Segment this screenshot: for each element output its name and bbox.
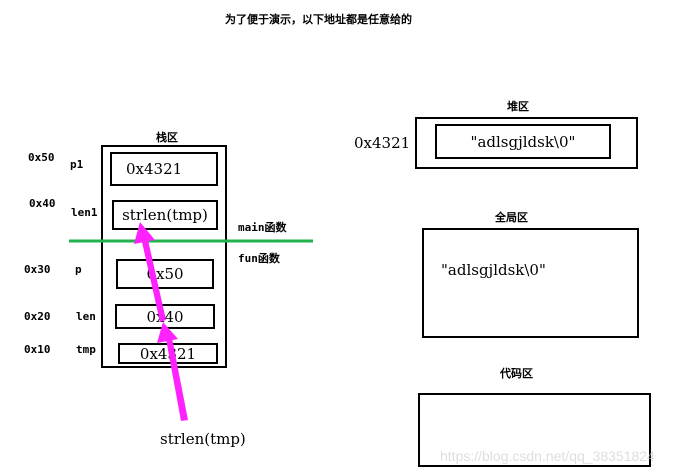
heap-area xyxy=(415,117,638,169)
addr-0x40: 0x40 xyxy=(29,197,56,210)
watermark: https://blog.csdn.net/qq_38351824 xyxy=(440,448,655,464)
stack-area xyxy=(101,145,227,368)
heap-value: "adlsgjldsk\0" xyxy=(470,132,576,151)
global-label: 全局区 xyxy=(495,211,528,224)
heap-label: 堆区 xyxy=(507,100,529,113)
addr-0x50: 0x50 xyxy=(28,151,55,164)
cell-p1-value: 0x4321 xyxy=(126,160,183,178)
var-p1: p1 xyxy=(70,158,84,171)
arrow-len-to-len1 xyxy=(134,222,166,322)
title: 为了便于演示，以下地址都是任意给的 xyxy=(225,13,412,26)
cell-len1: strlen(tmp) xyxy=(112,200,218,230)
arrow-strlen-to-len xyxy=(157,322,188,421)
var-len1: len1 xyxy=(71,206,98,219)
var-p: p xyxy=(75,263,82,276)
var-tmp: tmp xyxy=(76,343,96,356)
stack-label: 栈区 xyxy=(156,131,178,144)
addr-0x30: 0x30 xyxy=(24,263,51,276)
addr-0x20: 0x20 xyxy=(24,310,51,323)
cell-tmp-value: 0x4321 xyxy=(139,344,197,363)
cell-p1: 0x4321 xyxy=(110,152,218,186)
code-area xyxy=(418,393,651,467)
global-area xyxy=(422,228,639,338)
code-label: 代码区 xyxy=(500,367,533,380)
call-label: strlen(tmp) xyxy=(160,430,246,448)
main-function-label: main函数 xyxy=(238,221,287,234)
global-value: "adlsgjldsk\0" xyxy=(441,261,546,279)
heap-address: 0x4321 xyxy=(354,134,411,152)
fun-function-label: fun函数 xyxy=(238,252,280,265)
cell-len1-value: strlen(tmp) xyxy=(122,206,208,224)
addr-0x10: 0x10 xyxy=(24,343,51,356)
heap-cell: "adlsgjldsk\0" xyxy=(435,124,611,159)
var-len: len xyxy=(76,310,96,323)
